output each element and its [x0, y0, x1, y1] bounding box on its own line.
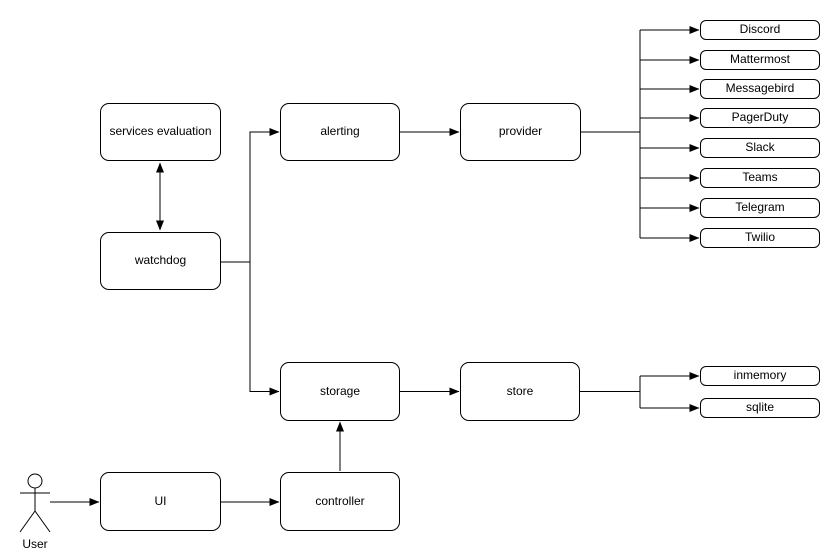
node-pagerduty: PagerDuty — [700, 108, 820, 128]
node-provider: provider — [460, 103, 581, 161]
edge-watchdog-alerting — [220, 128, 280, 263]
node-messagebird: Messagebird — [700, 79, 820, 99]
node-telegram: Telegram — [700, 198, 820, 218]
node-storage: storage — [280, 362, 400, 421]
node-alerting: alerting — [280, 103, 400, 161]
node-twilio: Twilio — [700, 228, 820, 248]
node-discord: Discord — [700, 20, 820, 40]
node-inmemory: inmemory — [700, 366, 820, 386]
node-store: store — [460, 362, 580, 421]
edge-watchdog-storage — [249, 262, 280, 396]
user-actor-label: User — [22, 537, 48, 551]
user-actor-icon — [19, 473, 51, 533]
node-controller: controller — [280, 472, 400, 531]
node-ui: UI — [100, 472, 221, 531]
node-mattermost: Mattermost — [700, 50, 820, 70]
node-teams: Teams — [700, 168, 820, 188]
node-services-evaluation: services evaluation — [100, 103, 221, 161]
node-watchdog: watchdog — [100, 232, 221, 290]
node-sqlite: sqlite — [700, 398, 820, 418]
node-slack: Slack — [700, 138, 820, 158]
